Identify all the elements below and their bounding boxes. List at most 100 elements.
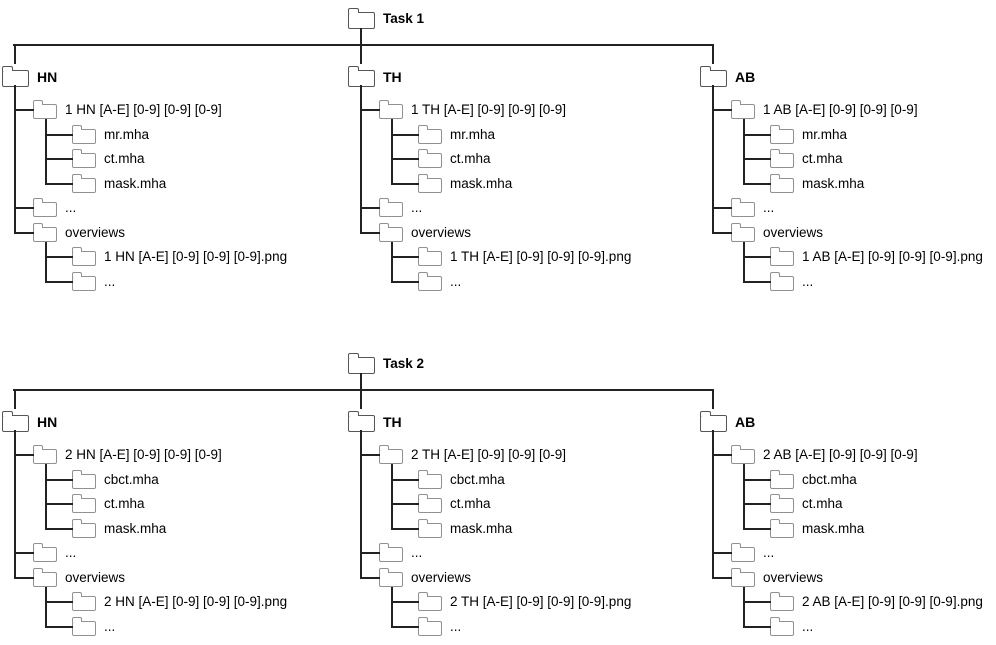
subtree-tick-line bbox=[45, 527, 73, 530]
folder-icon bbox=[769, 592, 794, 611]
subtree-tick-line bbox=[391, 601, 419, 603]
subtree-tick-line bbox=[391, 133, 419, 136]
tree-row: mask.mha bbox=[71, 517, 167, 541]
tree-row-label: mr.mha bbox=[104, 126, 150, 142]
subtree-tick-line bbox=[45, 182, 73, 185]
tree-row: 2 AB [A-E] [0-9] [0-9] [0-9] bbox=[730, 443, 918, 467]
tree-row: 1 HN [A-E] [0-9] [0-9] [0-9].png bbox=[71, 245, 288, 269]
tree-row: 1 HN [A-E] [0-9] [0-9] [0-9] bbox=[32, 98, 222, 122]
tree-row: ... bbox=[730, 541, 774, 565]
folder-icon bbox=[769, 616, 794, 636]
subtree-tick-line bbox=[45, 158, 73, 160]
tree-row: cbct.mha bbox=[417, 468, 505, 492]
tree-row-label: overviews bbox=[763, 224, 824, 240]
branch-tick-line bbox=[360, 552, 380, 554]
subtree-tick-line bbox=[743, 478, 771, 481]
subtree-tick-line bbox=[45, 280, 73, 283]
folder-icon bbox=[417, 469, 442, 489]
subtree-trunk-line bbox=[391, 464, 393, 530]
folder-icon bbox=[347, 411, 375, 432]
task-drop-line bbox=[360, 373, 362, 389]
branch-label: TH bbox=[383, 69, 402, 85]
subtree-trunk-line bbox=[743, 241, 745, 283]
branch-tick-line bbox=[360, 231, 380, 234]
tree-row-label: 2 AB [A-E] [0-9] [0-9] [0-9].png bbox=[802, 594, 983, 610]
folder-icon bbox=[769, 271, 794, 291]
tree-row-label: overviews bbox=[763, 569, 824, 585]
folder-icon bbox=[417, 271, 442, 291]
folder-icon bbox=[32, 543, 57, 562]
tree-row-label: mr.mha bbox=[450, 126, 496, 142]
folder-icon bbox=[417, 247, 442, 266]
tree-row: mask.mha bbox=[71, 172, 166, 196]
tree-row-label: ... bbox=[802, 273, 814, 289]
tree-row-label: mr.mha bbox=[802, 126, 848, 142]
folder-icon bbox=[71, 173, 96, 193]
tree-row-label: ... bbox=[104, 618, 116, 634]
tree-row: ct.mha bbox=[417, 492, 491, 516]
branch-trunk-line bbox=[360, 430, 362, 579]
folder-icon bbox=[417, 149, 442, 168]
tree-row: overviews bbox=[378, 566, 471, 590]
tree-row-label: 1 HN [A-E] [0-9] [0-9] [0-9].png bbox=[104, 249, 288, 265]
tree-row-label: overviews bbox=[65, 569, 126, 585]
branch-trunk-line bbox=[14, 85, 16, 234]
tree-row: mr.mha bbox=[71, 123, 150, 147]
tree-row-label: mask.mha bbox=[802, 520, 865, 536]
folder-icon bbox=[730, 222, 755, 242]
subtree-trunk-line bbox=[391, 586, 393, 628]
branch-trunk-line bbox=[360, 85, 362, 234]
tree-row: ... bbox=[32, 541, 76, 565]
subtree-tick-line bbox=[743, 133, 771, 136]
subtree-trunk-line bbox=[743, 119, 745, 185]
branch-tick-line bbox=[14, 552, 34, 554]
tree-row: ct.mha bbox=[71, 147, 145, 171]
subtree-tick-line bbox=[45, 503, 73, 505]
tree-row-label: 1 TH [A-E] [0-9] [0-9] [0-9] bbox=[411, 102, 567, 118]
branch-label: AB bbox=[735, 69, 756, 85]
subtree-tick-line bbox=[391, 182, 419, 185]
tree-row-label: ... bbox=[411, 545, 423, 561]
folder-icon bbox=[417, 518, 442, 538]
tree-row-label: ct.mha bbox=[802, 496, 843, 512]
branch-drop-line bbox=[360, 389, 362, 409]
folder-icon bbox=[71, 247, 96, 266]
tree-row-label: 1 AB [A-E] [0-9] [0-9] [0-9] bbox=[763, 102, 918, 118]
tree-row: ... bbox=[417, 270, 461, 294]
subtree-tick-line bbox=[391, 280, 419, 283]
subtree-trunk-line bbox=[45, 464, 47, 530]
tree-row: ... bbox=[378, 541, 423, 565]
subtree-tick-line bbox=[45, 601, 73, 603]
tree-row: cbct.mha bbox=[71, 468, 159, 492]
folder-icon bbox=[71, 124, 96, 144]
branch-tick-line bbox=[712, 109, 732, 111]
branch-tick-line bbox=[14, 231, 34, 234]
branch-drop-line bbox=[360, 44, 362, 64]
task-header: Task 1 bbox=[347, 7, 424, 31]
tree-row: ct.mha bbox=[417, 147, 491, 171]
folder-icon bbox=[71, 616, 96, 636]
subtree-tick-line bbox=[391, 478, 419, 481]
tree-row-label: cbct.mha bbox=[802, 471, 857, 487]
subtree-tick-line bbox=[391, 256, 419, 258]
folder-icon bbox=[378, 198, 403, 217]
tree-row: ... bbox=[417, 615, 461, 639]
subtree-tick-line bbox=[45, 625, 73, 628]
tree-row: 2 HN [A-E] [0-9] [0-9] [0-9].png bbox=[71, 590, 287, 614]
tree-row-label: 1 TH [A-E] [0-9] [0-9] [0-9].png bbox=[450, 249, 632, 265]
tree-row-label: overviews bbox=[411, 224, 472, 240]
subtree-tick-line bbox=[743, 256, 771, 258]
tree-row-label: 2 AB [A-E] [0-9] [0-9] [0-9] bbox=[763, 447, 918, 463]
folder-icon bbox=[378, 222, 403, 242]
tree-row-label: ct.mha bbox=[104, 496, 145, 512]
tree-row-label: ct.mha bbox=[450, 496, 491, 512]
task-span-line bbox=[13, 44, 714, 46]
tree-row-label: 2 HN [A-E] [0-9] [0-9] [0-9] bbox=[65, 447, 222, 463]
folder-icon bbox=[769, 494, 794, 513]
subtree-tick-line bbox=[743, 601, 771, 603]
task-drop-line bbox=[360, 28, 362, 44]
branch-tick-line bbox=[712, 231, 732, 234]
subtree-trunk-line bbox=[743, 586, 745, 628]
folder-icon bbox=[378, 100, 403, 119]
tree-row-label: mask.mha bbox=[104, 520, 167, 536]
